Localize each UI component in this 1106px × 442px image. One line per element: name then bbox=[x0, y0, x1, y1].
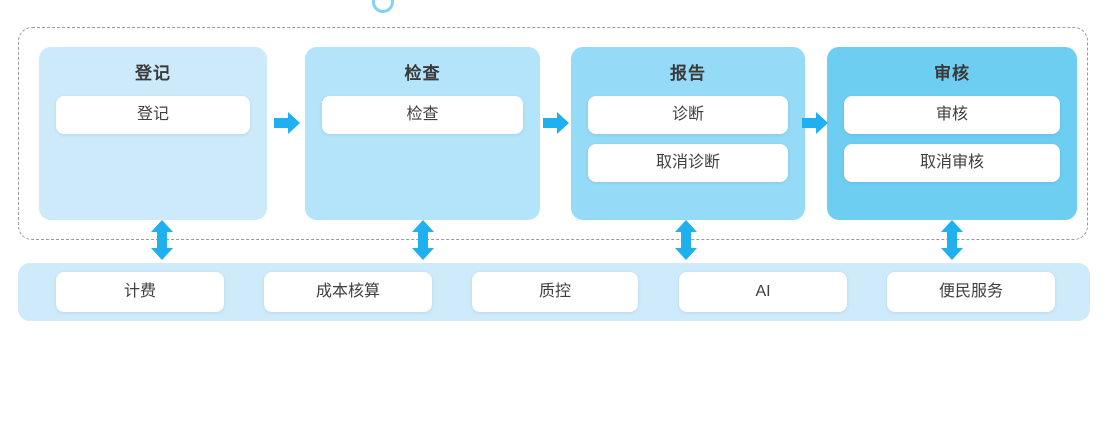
stage-title: 审核 bbox=[934, 64, 970, 83]
support-item-public-service[interactable]: 便民服务 bbox=[887, 272, 1055, 312]
arrow-right-icon bbox=[272, 108, 302, 138]
stage-card-examination[interactable]: 检查 检查 bbox=[305, 47, 540, 220]
stage-action-list: 诊断 取消诊断 bbox=[571, 96, 805, 182]
support-item-quality-control[interactable]: 质控 bbox=[472, 272, 638, 312]
stage-action-list: 检查 bbox=[305, 96, 540, 134]
stage-action-button[interactable]: 取消审核 bbox=[844, 144, 1060, 182]
arrow-right-icon bbox=[541, 108, 571, 138]
stage-action-button[interactable]: 取消诊断 bbox=[588, 144, 788, 182]
arrow-right-icon bbox=[800, 108, 830, 138]
support-item-billing[interactable]: 计费 bbox=[56, 272, 224, 312]
arrow-up-down-icon bbox=[939, 219, 965, 261]
decorative-arc-icon bbox=[372, 0, 394, 13]
stage-card-report[interactable]: 报告 诊断 取消诊断 bbox=[571, 47, 805, 220]
arrow-up-down-icon bbox=[149, 219, 175, 261]
stage-action-list: 审核 取消审核 bbox=[827, 96, 1077, 182]
stage-card-review[interactable]: 审核 审核 取消审核 bbox=[827, 47, 1077, 220]
stage-title: 报告 bbox=[670, 64, 706, 83]
arrow-up-down-icon bbox=[673, 219, 699, 261]
support-item-cost-accounting[interactable]: 成本核算 bbox=[264, 272, 432, 312]
process-flow-frame bbox=[18, 27, 1088, 240]
support-item-ai[interactable]: AI bbox=[679, 272, 847, 312]
stage-title: 登记 bbox=[135, 64, 171, 83]
stage-action-button[interactable]: 登记 bbox=[56, 96, 250, 134]
arrow-up-down-icon bbox=[410, 219, 436, 261]
stage-action-list: 登记 bbox=[39, 96, 267, 134]
stage-action-button[interactable]: 审核 bbox=[844, 96, 1060, 134]
stage-title: 检查 bbox=[404, 64, 441, 83]
stage-card-registration[interactable]: 登记 登记 bbox=[39, 47, 267, 220]
stage-action-button[interactable]: 诊断 bbox=[588, 96, 788, 134]
stage-action-button[interactable]: 检查 bbox=[322, 96, 523, 134]
